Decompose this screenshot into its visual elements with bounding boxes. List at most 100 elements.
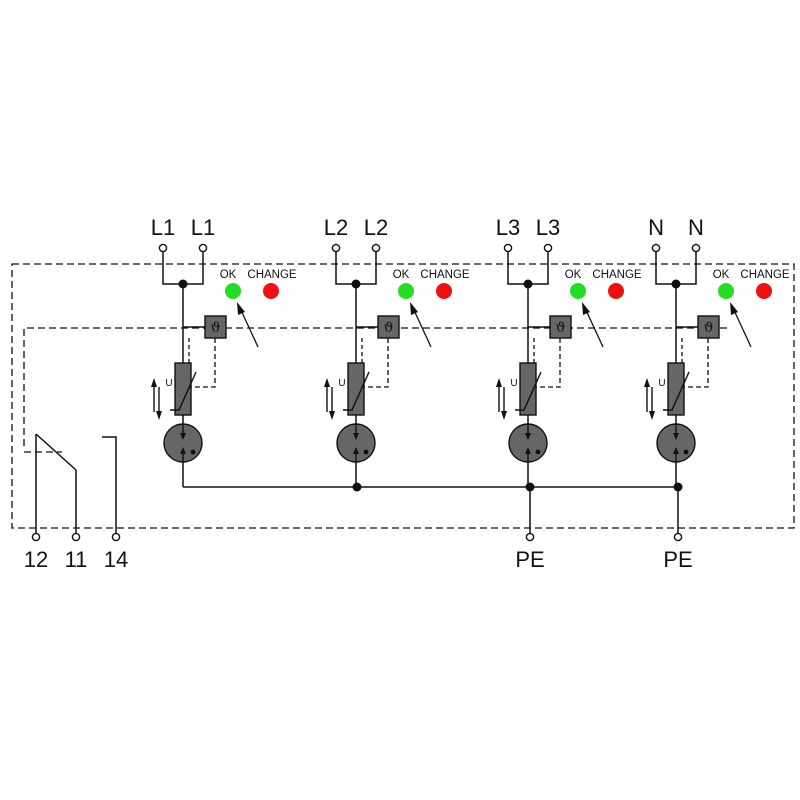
thermal-dashed-link <box>364 338 389 388</box>
arrow-down-head <box>156 411 162 420</box>
terminal-bridge-wire <box>162 252 204 285</box>
varistor-nonlinear-line <box>170 371 197 411</box>
voltage-symbol-u: U <box>658 378 665 389</box>
arrow-up-head <box>496 378 502 387</box>
voltage-symbol-u: U <box>338 378 345 389</box>
arrow-up-head <box>324 378 330 387</box>
varistor-rect <box>174 362 192 416</box>
ok-led-green <box>225 283 241 299</box>
pe-terminal-label: PE <box>663 547 692 572</box>
terminal-label-left: N <box>648 215 664 240</box>
varistor-rect <box>519 362 537 416</box>
gdt-gas-dot <box>190 449 196 455</box>
gdt-electrode-bottom-head <box>180 447 186 454</box>
terminal-circle-left[interactable] <box>331 243 341 253</box>
protection-module-3: L3 L3 OK CHANGE ϑ U <box>496 215 642 487</box>
terminal-circle-left[interactable] <box>651 243 661 253</box>
varistor-rect <box>347 362 365 416</box>
voltage-symbol-u: U <box>510 378 517 389</box>
terminal-12-label: 12 <box>24 547 48 572</box>
gdt-electrode-top-head <box>525 433 531 440</box>
terminal-circle-left[interactable] <box>158 243 168 253</box>
change-led-red <box>263 283 279 299</box>
terminal-label-left: L2 <box>324 215 348 240</box>
indicator-arrow-line <box>584 307 604 348</box>
varistor-nonlinear-line <box>515 371 542 411</box>
ok-led-label: OK <box>393 269 410 281</box>
protection-module-1: L1 L1 OK CHANGE ϑ U <box>151 215 297 487</box>
ground-bus: PE PE <box>183 482 693 572</box>
voltage-symbol-u: U <box>165 378 172 389</box>
terminal-circle-right[interactable] <box>543 243 553 253</box>
ground-junction-dot <box>525 482 535 492</box>
gdt-electrode-top-head <box>673 433 679 440</box>
indicator-arrow-head <box>582 302 590 315</box>
terminal-11-circle[interactable] <box>71 532 81 542</box>
terminal-label-right: L2 <box>364 215 388 240</box>
ok-led-label: OK <box>713 269 730 281</box>
thermal-dashed-link <box>536 338 561 388</box>
protection-module-2: L2 L2 OK CHANGE ϑ U <box>324 215 470 487</box>
change-led-red <box>608 283 624 299</box>
change-led-label: CHANGE <box>740 269 790 281</box>
terminal-12-circle[interactable] <box>31 532 41 542</box>
arrow-up-head <box>151 378 157 387</box>
varistor-rect <box>667 362 685 416</box>
theta-symbol: ϑ <box>210 320 220 336</box>
terminal-14-label: 14 <box>104 547 128 572</box>
thermal-dashed-link <box>191 338 216 388</box>
terminal-label-left: L3 <box>496 215 520 240</box>
signal-bus-dashed-line <box>23 327 730 446</box>
terminal-label-right: N <box>688 215 704 240</box>
ok-led-green <box>718 283 734 299</box>
indicator-arrow-line <box>412 307 432 348</box>
indicator-arrow-head <box>237 302 245 315</box>
ground-junction-dot <box>673 482 683 492</box>
protection-modules: L1 L1 OK CHANGE ϑ U <box>151 215 790 487</box>
gdt-electrode-bottom-head <box>525 447 531 454</box>
indicator-arrow-head <box>410 302 418 315</box>
terminal-bridge-wire <box>335 252 377 285</box>
change-led-label: CHANGE <box>420 269 470 281</box>
terminal-label-right: L1 <box>191 215 215 240</box>
pe-terminal-circle[interactable] <box>673 532 683 542</box>
gdt-gas-dot <box>535 449 541 455</box>
relay-contact-blade <box>35 433 77 471</box>
gdt-electrode-bottom-head <box>353 447 359 454</box>
ok-led-label: OK <box>220 269 237 281</box>
enclosure-dashed-border <box>11 263 795 529</box>
gdt-gas-dot <box>363 449 369 455</box>
arrow-down-head <box>649 411 655 420</box>
terminal-circle-right[interactable] <box>371 243 381 253</box>
indicator-arrow-head <box>730 302 738 315</box>
terminal-circle-left[interactable] <box>503 243 513 253</box>
gdt-gas-dot <box>683 449 689 455</box>
theta-symbol: ϑ <box>555 320 565 336</box>
terminal-label-right: L3 <box>536 215 560 240</box>
pe-terminal-circle[interactable] <box>525 532 535 542</box>
ok-led-green <box>398 283 414 299</box>
varistor-nonlinear-line <box>663 371 690 411</box>
ok-led-green <box>570 283 586 299</box>
terminal-bridge-wire <box>507 252 549 285</box>
gdt-electrode-top-head <box>353 433 359 440</box>
ground-junction-dot <box>352 482 362 492</box>
gdt-electrode-top-head <box>180 433 186 440</box>
arrow-down-head <box>329 411 335 420</box>
ok-led-label: OK <box>565 269 582 281</box>
thermal-dashed-link <box>684 338 709 388</box>
change-led-label: CHANGE <box>592 269 642 281</box>
gdt-electrode-bottom-head <box>673 447 679 454</box>
indicator-arrow-line <box>239 307 259 348</box>
change-led-red <box>436 283 452 299</box>
theta-symbol: ϑ <box>383 320 393 336</box>
varistor-nonlinear-line <box>343 371 370 411</box>
terminal-circle-right[interactable] <box>691 243 701 253</box>
pe-terminal-label: PE <box>515 547 544 572</box>
terminal-circle-right[interactable] <box>198 243 208 253</box>
terminal-14-circle[interactable] <box>111 532 121 542</box>
terminal-bridge-wire <box>655 252 697 285</box>
change-led-label: CHANGE <box>247 269 297 281</box>
terminal-label-left: L1 <box>151 215 175 240</box>
